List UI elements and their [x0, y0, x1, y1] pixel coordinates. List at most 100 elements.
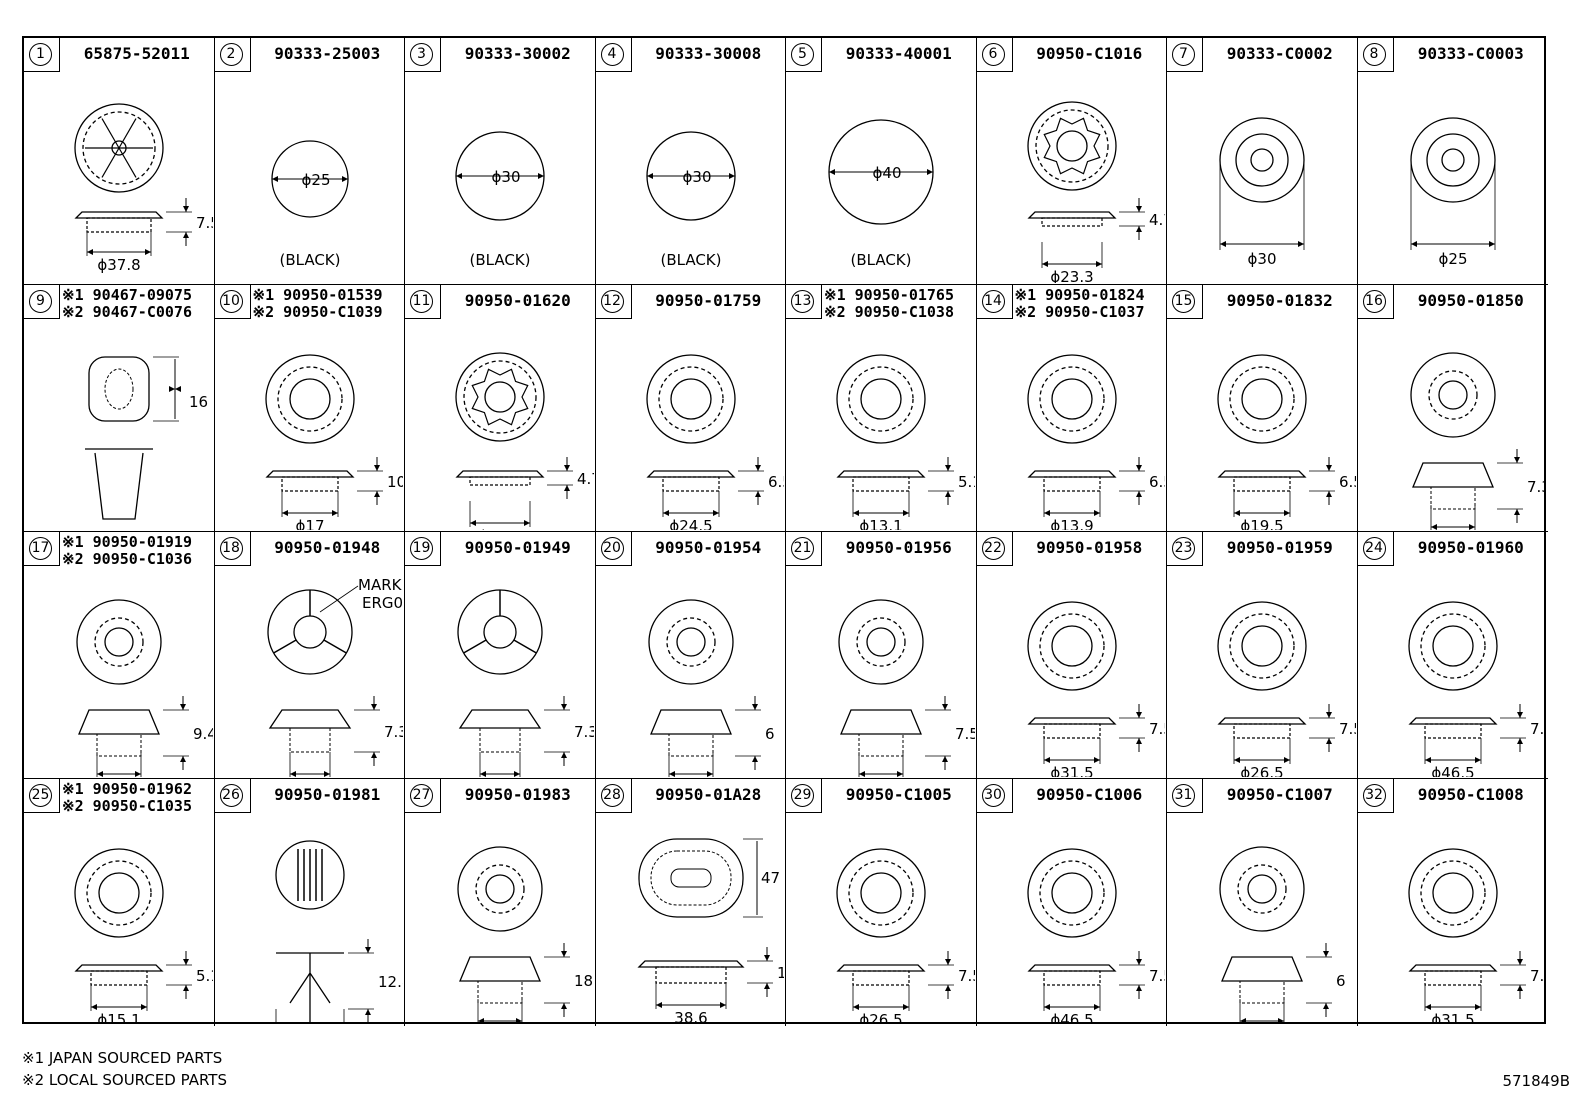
part-figure-plug: 5.1ϕ15.1: [74, 848, 213, 1024]
item-number: 30: [976, 779, 1013, 813]
dimension-label: 7.5: [958, 967, 975, 985]
part-number-local: ※2 90950-C1038: [824, 303, 954, 321]
item-number: 7: [1167, 38, 1203, 72]
part-number-local: ※2 90467-C0076: [62, 303, 192, 321]
item-number: 12: [595, 285, 632, 319]
part-figure-rivet: 12.83ϕ27.4: [274, 840, 403, 1024]
part-number: 90950-01832: [1226, 291, 1333, 310]
part-figure-rings: ϕ25: [1409, 117, 1496, 268]
item-number: 28: [595, 779, 632, 813]
part-figure-plug: 6.5ϕ13.9: [1026, 354, 1165, 530]
dimension-label: 6: [1336, 972, 1346, 990]
part-number-local: ※2 90950-C1035: [62, 797, 192, 815]
part-figure-tall: 18.424.5: [457, 846, 594, 1024]
part-figure-gearplug: 4.7ϕ23.3: [455, 352, 594, 530]
dimension-label: 16: [189, 393, 208, 411]
dimension-label: ϕ30: [492, 168, 521, 186]
dimension-label: ϕ23.3: [1050, 268, 1093, 283]
dimension-label: 17.5: [777, 964, 785, 982]
item-number: 19: [405, 532, 441, 566]
dimension-label: 5.1: [196, 967, 213, 985]
part-figure-plug: 7.5ϕ46.5: [1407, 601, 1547, 777]
dimension-label: MARK=: [358, 576, 404, 594]
part-number: 65875-52011: [83, 44, 190, 63]
dimension-label: ϕ30: [682, 168, 711, 186]
dimension-label: 9.4: [193, 725, 213, 743]
part-cell-32: 32 90950-C1008 7.5 ϕ31.5: [1357, 779, 1549, 1026]
part-cell-10: 10※1 90950-01539※2 90950-C1039 10.7ϕ17: [214, 285, 405, 532]
part-number: 90950-01948: [274, 538, 381, 557]
part-number: 90950-C1008: [1417, 785, 1524, 804]
dimension-label: t=0.1: [669, 281, 711, 283]
part-number-japan: ※1 90950-01824: [1014, 286, 1145, 304]
dimension-label: ϕ24.5: [669, 517, 712, 530]
part-number: 90950-01954: [655, 538, 762, 557]
part-figure-oval: 4717.538.6: [636, 838, 785, 1024]
part-number-local: ※2 90950-C1036: [62, 550, 192, 568]
part-number: 90950-01958: [1036, 538, 1143, 557]
item-number: 14: [976, 285, 1013, 319]
item-number: 5: [786, 38, 822, 72]
dimension-label: (BLACK): [660, 251, 721, 269]
dimension-label: 7.5: [196, 214, 213, 232]
dimension-label: (BLACK): [850, 251, 911, 269]
part-figure-tall: 6ϕ13.5: [647, 599, 774, 777]
item-number: 10: [214, 285, 251, 319]
part-number: 90950-01959: [1226, 538, 1333, 557]
dimension-label: 7.5: [1530, 720, 1547, 738]
dimension-label: t=0.1: [860, 281, 902, 283]
part-figure-plug: 7.5ϕ31.5: [1026, 601, 1165, 777]
part-number: 90950-C1016: [1036, 44, 1143, 63]
item-number: 1: [24, 38, 60, 72]
part-number-local: ※2 90950-C1039: [252, 303, 383, 321]
item-number: 11: [405, 285, 441, 319]
part-number: 90333-30008: [655, 44, 762, 63]
part-figure-plug: 7.5ϕ26.5: [836, 848, 975, 1024]
part-number-japan: ※1 90950-01919: [62, 533, 192, 551]
item-number: 2: [214, 38, 251, 72]
part-figure-tri: MARK=ERG0ϕ107.3ϕ10.4: [266, 576, 404, 777]
part-number-japan: ※1 90950-01539: [252, 286, 383, 304]
part-number: 90950-C1006: [1036, 785, 1143, 804]
part-number: 90950-01956: [845, 538, 952, 557]
part-number-japan: ※1 90950-01962: [62, 780, 192, 798]
drawing-code: 571849B: [1502, 1072, 1570, 1090]
dimension-label: 7.3: [1527, 478, 1547, 496]
item-number: 6: [976, 38, 1013, 72]
part-figure-plug: 6.5ϕ24.5: [645, 354, 784, 530]
note-japan-sourced: ※1 JAPAN SOURCED PARTS: [22, 1049, 223, 1067]
dimension-label: 7.5: [955, 725, 975, 743]
item-number: 27: [405, 779, 441, 813]
part-numbers: ※1 90950-01919※2 90950-C1036: [62, 534, 214, 568]
part-figure-plug: 10.7ϕ17: [264, 354, 403, 530]
part-figure-plug: 7.5 ϕ31.5: [1407, 848, 1547, 1024]
dimension-label: t=0.1: [288, 281, 330, 283]
part-numbers: ※1 90950-01539※2 90950-C1039: [253, 287, 405, 321]
item-number: 32: [1357, 779, 1394, 813]
dimension-label: ϕ31.5: [1431, 1011, 1474, 1024]
item-number: 18: [214, 532, 251, 566]
dimension-label: 7.5: [1530, 967, 1547, 985]
item-number: 4: [595, 38, 632, 72]
part-number: 90950-01620: [464, 291, 571, 310]
dimension-label: (BLACK): [279, 251, 340, 269]
item-number: 20: [595, 532, 632, 566]
part-figure-plug: 5.1ϕ13.1: [836, 354, 975, 530]
item-number: 15: [1167, 285, 1203, 319]
part-figure-clip: 167.8: [85, 356, 208, 530]
